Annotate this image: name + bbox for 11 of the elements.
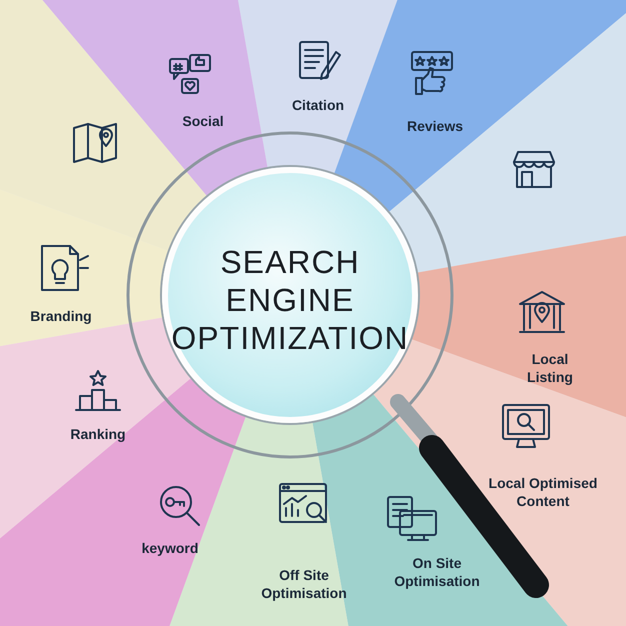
topic-label: Off Site Optimisation bbox=[260, 566, 348, 602]
topic-label: Local Listing bbox=[526, 350, 574, 386]
title-text: SEARCH ENGINE OPTIMIZATION bbox=[170, 243, 410, 357]
topic-label: Social bbox=[181, 112, 225, 130]
topic-label: Branding bbox=[29, 307, 93, 325]
topic-label: Reviews bbox=[406, 117, 464, 135]
topic-label: On Site Optimisation bbox=[393, 554, 481, 590]
topic-label: Citation bbox=[290, 96, 346, 114]
topic-label: Local Optimised Content bbox=[488, 474, 598, 510]
topic-label: keyword bbox=[140, 539, 200, 557]
topic-label: Ranking bbox=[69, 425, 127, 443]
